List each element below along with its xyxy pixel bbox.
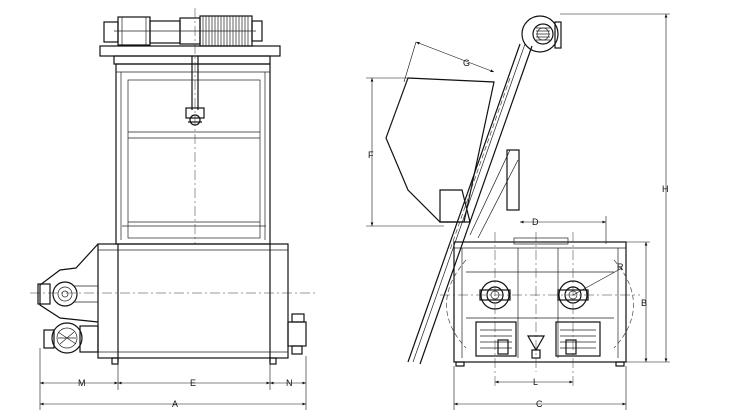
right-discharge-door [555,321,601,357]
left-motor [43,322,99,354]
discharge-valve-motor [287,313,307,355]
top-platform [99,45,281,57]
dim-label-e: E [190,378,196,388]
skip-elevator [407,15,562,365]
side-view: G F D R B H L C [366,13,670,410]
dim-label-g: G [463,58,470,68]
mixer-trough-side [446,237,634,363]
dim-label-r: R [617,262,624,272]
mixer-body [30,243,318,362]
dim-label-l: L [533,377,538,387]
dim-label-b: B [641,298,647,308]
head-pulley [521,15,559,53]
discharge-chute [526,335,546,352]
leg-left [111,357,119,365]
front-dimensions [39,348,307,410]
left-gear-drive [37,243,99,323]
hopper-frame [115,63,271,245]
dim-label-c: C [536,399,543,409]
dim-label-a: A [172,399,178,409]
side-dimensions [366,13,670,410]
front-view: M E N A [30,8,318,410]
dim-label-d: D [532,217,539,227]
leg-right [269,357,277,365]
vertical-shaft [185,8,205,244]
left-discharge-door [475,321,517,357]
dim-label-h: H [662,184,669,194]
dim-label-m: M [78,378,86,388]
top-drive-motor [103,15,263,47]
dim-label-n: N [286,378,293,388]
dim-label-f: F [368,150,374,160]
